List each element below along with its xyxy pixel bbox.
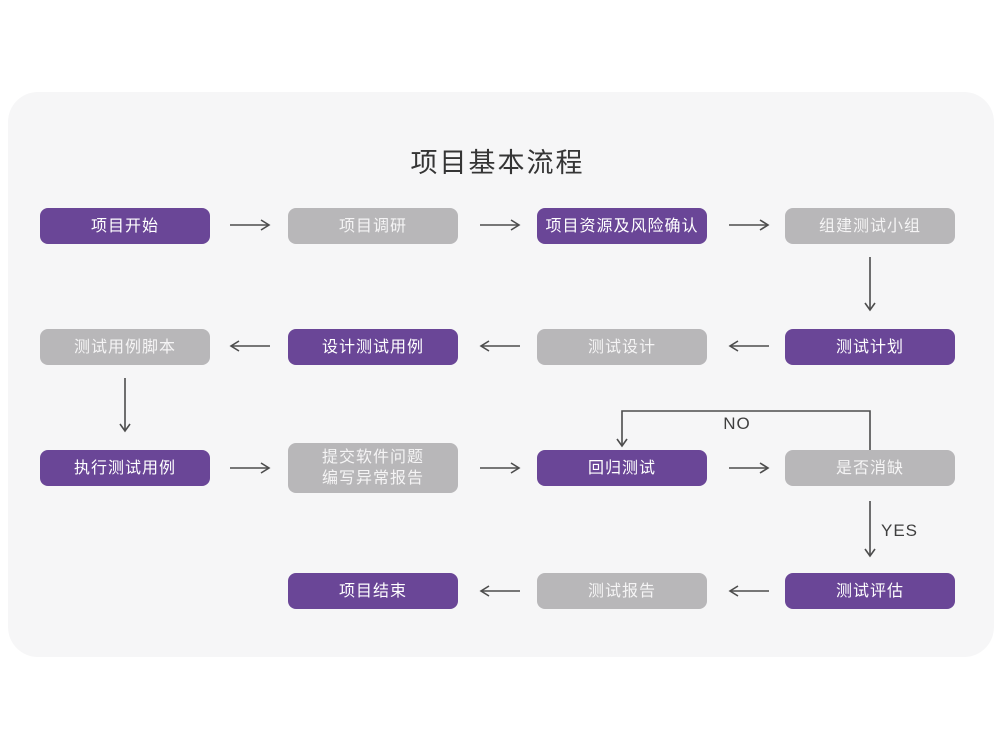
- flow-node-test-evaluation: 测试评估: [785, 573, 955, 609]
- arrow-right-icon: [480, 462, 521, 474]
- flow-node-resources-risk-confirm: 项目资源及风险确认: [537, 208, 707, 244]
- arrow-left-icon: [479, 585, 520, 597]
- flow-node-project-start: 项目开始: [40, 208, 210, 244]
- no-branch-label: NO: [723, 414, 751, 433]
- flow-node-project-research: 项目调研: [288, 208, 458, 244]
- flow-node-regression-test: 回归测试: [537, 450, 707, 486]
- arrow-left-icon: [728, 340, 769, 352]
- yes-branch-label: YES: [881, 521, 919, 540]
- arrow-left-icon: [728, 585, 769, 597]
- flow-node-test-design: 测试设计: [537, 329, 707, 365]
- flow-node-defect-cleared-check: 是否消缺: [785, 450, 955, 486]
- arrow-right-icon: [729, 219, 770, 231]
- arrow-down-icon: [119, 378, 131, 433]
- arrow-down-icon: [864, 501, 876, 558]
- flow-node-line-1: 提交软件问题: [321, 449, 424, 466]
- flow-node-execute-test-cases: 执行测试用例: [40, 450, 210, 486]
- no-loop-arrow: [616, 410, 871, 450]
- arrow-down-icon: [864, 257, 876, 312]
- flow-node-test-report: 测试报告: [537, 573, 707, 609]
- flow-node-project-end: 项目结束: [288, 573, 458, 609]
- arrow-right-icon: [230, 462, 271, 474]
- arrow-right-icon: [729, 462, 770, 474]
- arrow-left-icon: [479, 340, 520, 352]
- flow-node-submit-issues-report: 提交软件问题 编写异常报告: [288, 443, 458, 493]
- arrow-right-icon: [480, 219, 521, 231]
- flowchart-title: 项目基本流程: [410, 148, 585, 178]
- flowchart-card: [8, 92, 994, 657]
- flow-node-test-case-script: 测试用例脚本: [40, 329, 210, 365]
- flow-node-design-test-cases: 设计测试用例: [288, 329, 458, 365]
- flow-node-line-2: 编写异常报告: [321, 470, 424, 487]
- flow-node-form-test-team: 组建测试小组: [785, 208, 955, 244]
- arrow-left-icon: [229, 340, 270, 352]
- arrow-right-icon: [230, 219, 271, 231]
- flow-node-test-plan: 测试计划: [785, 329, 955, 365]
